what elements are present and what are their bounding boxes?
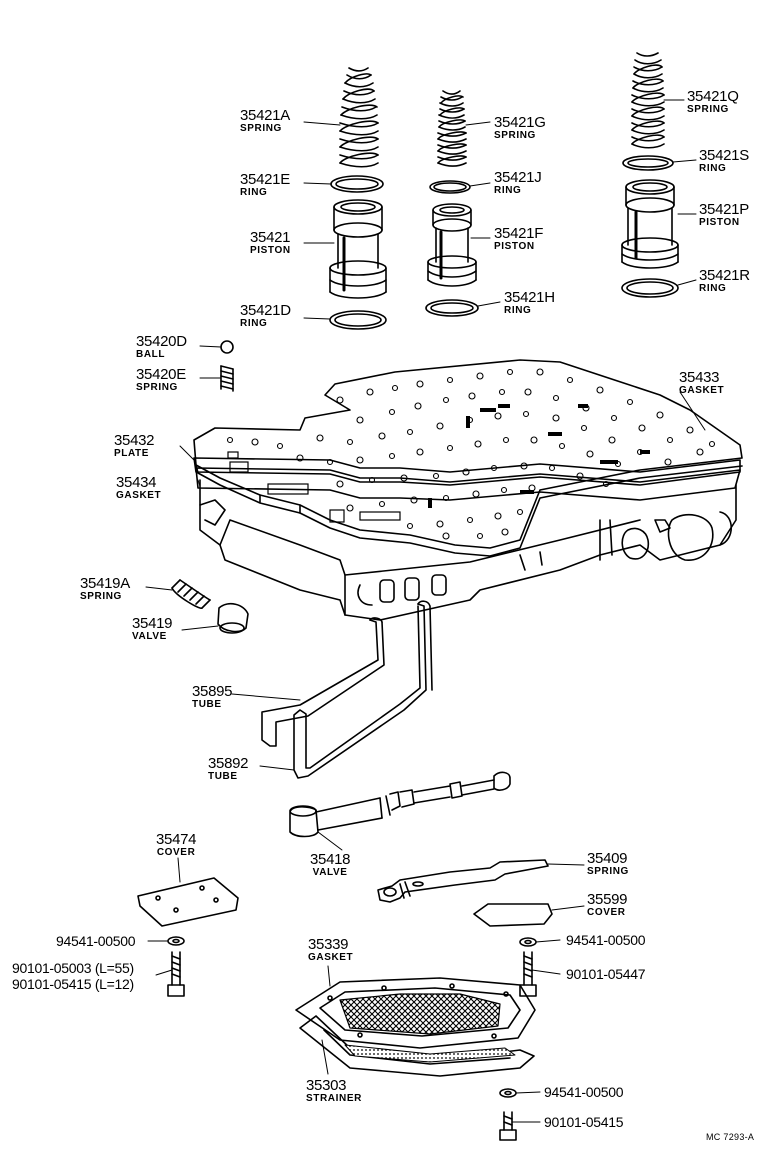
label-35303: 35303 STRAINER xyxy=(306,1077,362,1104)
label-35421G: 35421G SPRING xyxy=(494,114,546,141)
ball-35420D xyxy=(220,340,234,354)
ring-35421R xyxy=(621,278,679,298)
label-35434: 35434 GASKET xyxy=(116,474,162,501)
label-35418: 35418 VALVE xyxy=(310,851,351,878)
label-35421S: 35421S RING xyxy=(699,147,749,174)
spring-35421G xyxy=(437,90,467,167)
valve-body xyxy=(199,479,737,621)
label-35895: 35895 TUBE xyxy=(192,683,233,710)
cover-35599 xyxy=(473,903,553,927)
label-washer-left: 94541-00500 xyxy=(56,933,136,949)
leader-lines xyxy=(145,99,706,1123)
spring-35421Q xyxy=(631,52,665,149)
label-bolt-left-2: 90101-05415 (L=12) xyxy=(12,976,134,992)
label-35421P: 35421P PISTON xyxy=(699,201,749,228)
label-35419A: 35419A SPRING xyxy=(80,575,130,602)
label-35599: 35599 COVER xyxy=(587,891,628,918)
gasket-windows xyxy=(227,451,401,523)
ring-35421S xyxy=(622,155,674,171)
label-bolt-right: 90101-05447 xyxy=(566,966,646,982)
label-35420D: 35420D BALL xyxy=(136,333,187,360)
label-washer-bottom: 94541-00500 xyxy=(544,1084,624,1100)
label-35419: 35419 VALVE xyxy=(132,615,173,642)
bolt-bottom xyxy=(499,1111,517,1141)
label-35433: 35433 GASKET xyxy=(679,369,725,396)
washer-bottom xyxy=(499,1088,517,1098)
label-35892: 35892 TUBE xyxy=(208,755,249,782)
label-35421: 35421 PISTON xyxy=(250,229,291,256)
spring-35420E xyxy=(220,365,234,392)
strainer-35303 xyxy=(299,1015,535,1077)
label-35421R: 35421R RING xyxy=(699,267,750,294)
label-35409: 35409 SPRING xyxy=(587,850,629,877)
label-washer-right: 94541-00500 xyxy=(566,932,646,948)
tube-35892 xyxy=(293,600,433,779)
washer-right xyxy=(519,937,537,947)
gasket-holes xyxy=(226,368,716,540)
spring-35421A xyxy=(339,67,379,168)
valve-35419 xyxy=(217,602,249,634)
label-35474: 35474 COVER xyxy=(156,831,197,858)
piston-35421P xyxy=(621,179,679,269)
label-35420E: 35420E SPRING xyxy=(136,366,186,393)
bolt-left xyxy=(167,951,185,997)
label-35421Q: 35421Q SPRING xyxy=(687,88,739,115)
ring-35421D xyxy=(329,310,387,330)
label-35421A: 35421A SPRING xyxy=(240,107,290,134)
gasket-slots xyxy=(428,404,650,508)
washer-left xyxy=(167,936,185,946)
ring-35421H xyxy=(425,299,479,317)
gasket-35339 xyxy=(295,977,536,1049)
label-35421D: 35421D RING xyxy=(240,302,291,329)
label-35421J: 35421J RING xyxy=(494,169,542,196)
ring-35421J xyxy=(429,180,471,194)
drawing-code: MC 7293-A xyxy=(706,1132,755,1142)
gasket-35433 xyxy=(193,359,743,557)
cover-35474 xyxy=(137,877,239,927)
spring-35409 xyxy=(377,859,549,903)
piston-35421 xyxy=(329,199,387,299)
label-35421F: 35421F PISTON xyxy=(494,225,544,252)
piston-35421F xyxy=(427,203,477,287)
label-35421H: 35421H RING xyxy=(504,289,555,316)
tube-35895 xyxy=(261,617,385,747)
label-35421E: 35421E RING xyxy=(240,171,290,198)
plate-35432 xyxy=(193,457,741,486)
bolt-right xyxy=(519,951,537,997)
label-bolt-left-1: 90101-05003 (L=55) xyxy=(12,960,134,976)
valve-35418 xyxy=(289,771,511,838)
label-35432: 35432 PLATE xyxy=(114,432,155,459)
label-bolt-bottom: 90101-05415 xyxy=(544,1114,624,1130)
label-35339: 35339 GASKET xyxy=(308,936,354,963)
spring-35419A xyxy=(171,579,211,609)
gasket-35434 xyxy=(195,467,741,501)
